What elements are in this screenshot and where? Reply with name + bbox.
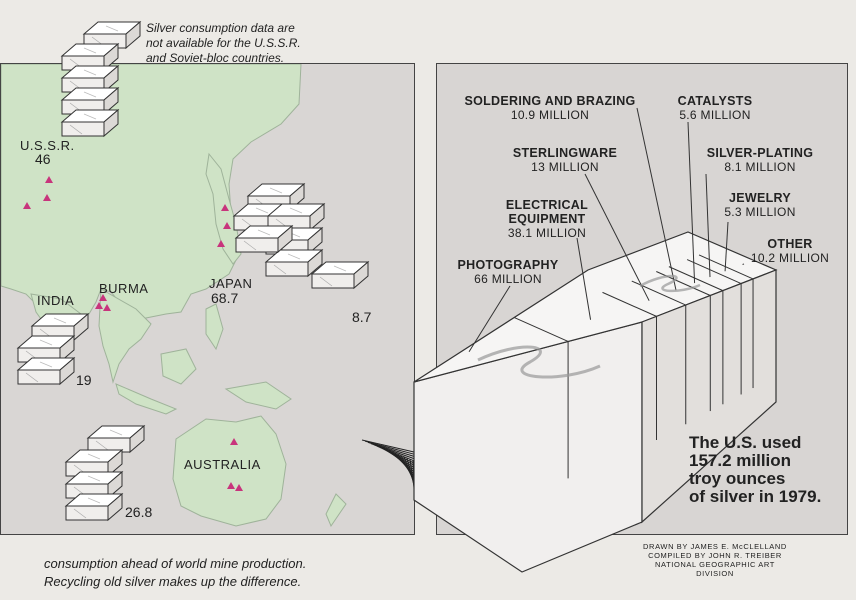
- segment-divider-4: [668, 266, 724, 292]
- swirl-decoration: [477, 345, 601, 379]
- new-zealand-landmass: [325, 493, 347, 528]
- shadow-hatch: [361, 439, 415, 453]
- leader-line-1: [576, 237, 592, 320]
- category-segment-lines: [513, 254, 754, 479]
- leader-line-3: [636, 107, 677, 291]
- label-photography: PHOTOGRAPHY 66 MILLION: [457, 258, 559, 286]
- country-label-burma: BURMA: [99, 281, 149, 296]
- bar-shadow: [361, 439, 420, 494]
- mine-icon: [95, 302, 103, 309]
- label-silver-plating: SILVER-PLATING 8.1 MILLION: [706, 146, 814, 174]
- indonesia-landmass: [115, 383, 178, 415]
- shadow-hatch: [364, 440, 415, 455]
- leader-line-6: [724, 221, 729, 272]
- new-guinea-landmass: [224, 381, 292, 410]
- leader-line-5: [705, 173, 711, 278]
- silver-mine-markers: [23, 176, 243, 491]
- country-label-india: INDIA: [37, 293, 75, 308]
- country-label-australia: AUSTRALIA: [184, 457, 261, 472]
- southeast-asia-landmass: [98, 288, 152, 384]
- category-leader-lines: [468, 107, 745, 352]
- mine-icon: [99, 294, 107, 301]
- bar-side-face: [641, 269, 777, 524]
- country-label-japan: JAPAN: [209, 276, 253, 291]
- label-other: OTHER 10.2 MILLION: [750, 237, 830, 265]
- mine-icon: [230, 438, 238, 445]
- country-value-japan: 68.7: [211, 290, 239, 306]
- leader-line-4: [687, 121, 696, 284]
- country-label-ussr: U.S.S.R.: [20, 138, 75, 153]
- label-electrical: ELECTRICAL EQUIPMENT 38.1 MILLION: [505, 198, 589, 240]
- segment-divider-5: [686, 259, 742, 284]
- availability-note: Silver consumption data are not availabl…: [146, 21, 301, 65]
- borneo-landmass: [160, 348, 197, 385]
- page-caption: consumption ahead of world mine producti…: [44, 556, 307, 589]
- mine-icon: [221, 204, 229, 211]
- mine-icon: [23, 202, 31, 209]
- label-catalysts: CATALYSTS 5.6 MILLION: [677, 94, 753, 122]
- label-sterlingware: STERLINGWARE 13 MILLION: [512, 146, 618, 174]
- leader-line-0: [468, 285, 511, 352]
- bar-top-face: [413, 231, 778, 383]
- label-soldering: SOLDERING AND BRAZING 10.9 MILLION: [464, 94, 636, 122]
- mine-icon: [217, 240, 225, 247]
- australia-landmass: [172, 415, 287, 527]
- mine-icon: [235, 484, 243, 491]
- mine-icon: [103, 304, 111, 311]
- mine-icon: [223, 222, 231, 229]
- country-value-australia: 26.8: [125, 504, 153, 520]
- philippines-landmass: [205, 303, 224, 351]
- leader-line-2: [584, 173, 650, 301]
- country-value-ussr: 46: [35, 151, 51, 167]
- art-credits: DRAWN BY JAMES E. McCLELLAND COMPILED BY…: [643, 542, 787, 578]
- swirl-decoration: [639, 274, 701, 293]
- segment-divider-0: [513, 316, 569, 342]
- country-value-korea: 8.7: [352, 309, 372, 325]
- mine-icon: [227, 482, 235, 489]
- label-jewelry: JEWELRY 5.3 MILLION: [724, 191, 796, 219]
- total-headline: The U.S. used 157.2 million troy ounces …: [689, 433, 822, 506]
- mine-icon: [43, 194, 51, 201]
- segment-divider-6: [698, 254, 754, 280]
- segment-divider-1: [602, 291, 657, 317]
- mine-icon: [45, 176, 53, 183]
- country-value-india: 19: [76, 372, 92, 388]
